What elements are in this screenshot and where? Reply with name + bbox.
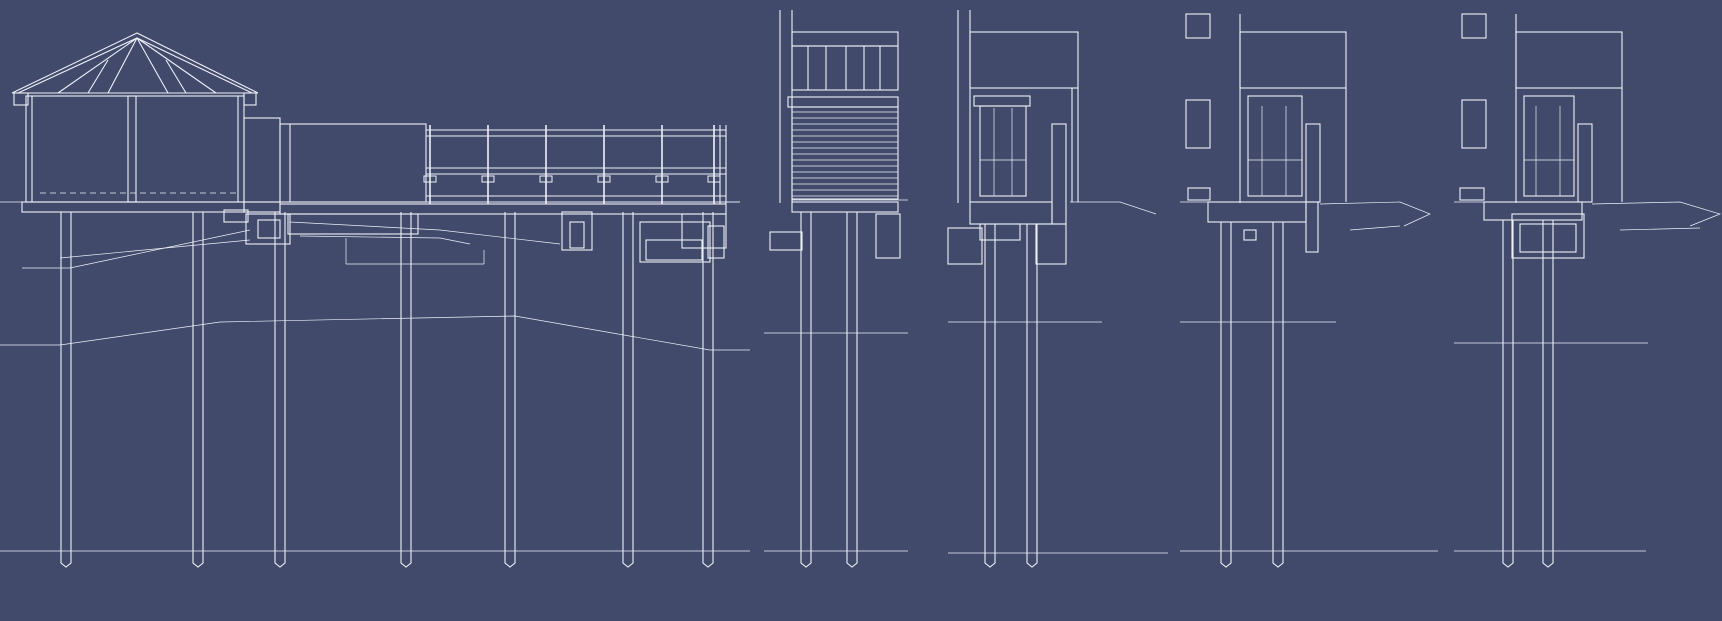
- rail-bracket: [707, 175, 721, 183]
- cross-section-1: [764, 10, 908, 552]
- cross-section-4: [1454, 13, 1722, 552]
- long-section-pile: [60, 212, 72, 568]
- long-section-pile: [504, 212, 516, 568]
- cross-section-1-pile: [846, 212, 858, 568]
- rail-bracket: [597, 175, 611, 183]
- long-section-pile: [400, 212, 412, 568]
- cross-section-3-pile: [1220, 222, 1232, 568]
- long-section: [0, 32, 750, 552]
- cross-section-4-pile: [1502, 220, 1514, 568]
- long-section-pile: [274, 212, 286, 568]
- rail-bracket: [655, 175, 669, 183]
- slope-line-2: [59, 239, 251, 259]
- cross-section-2-pile: [984, 224, 996, 568]
- cross-section-2-pile: [1026, 224, 1038, 568]
- roller-shutter: [791, 106, 899, 200]
- deck-slab: [21, 201, 727, 265]
- rail-bracket: [539, 175, 553, 183]
- long-section-pile: [702, 212, 714, 568]
- cross-section-3-pile: [1272, 222, 1284, 568]
- house-section: [11, 32, 259, 203]
- ground-line: [0, 315, 750, 351]
- cross-section-4-pile: [1542, 220, 1554, 568]
- piles-layer: [60, 212, 1554, 568]
- window-glazing: [980, 108, 1026, 196]
- rail-bracket: [481, 175, 495, 183]
- cross-section-3: [1180, 13, 1438, 552]
- cross-section-1-pile: [800, 212, 812, 568]
- long-section-pile: [192, 212, 204, 568]
- slope-line: [22, 229, 251, 269]
- long-section-pile: [622, 212, 634, 568]
- balustrade: [423, 125, 727, 204]
- rail-bracket: [423, 175, 437, 183]
